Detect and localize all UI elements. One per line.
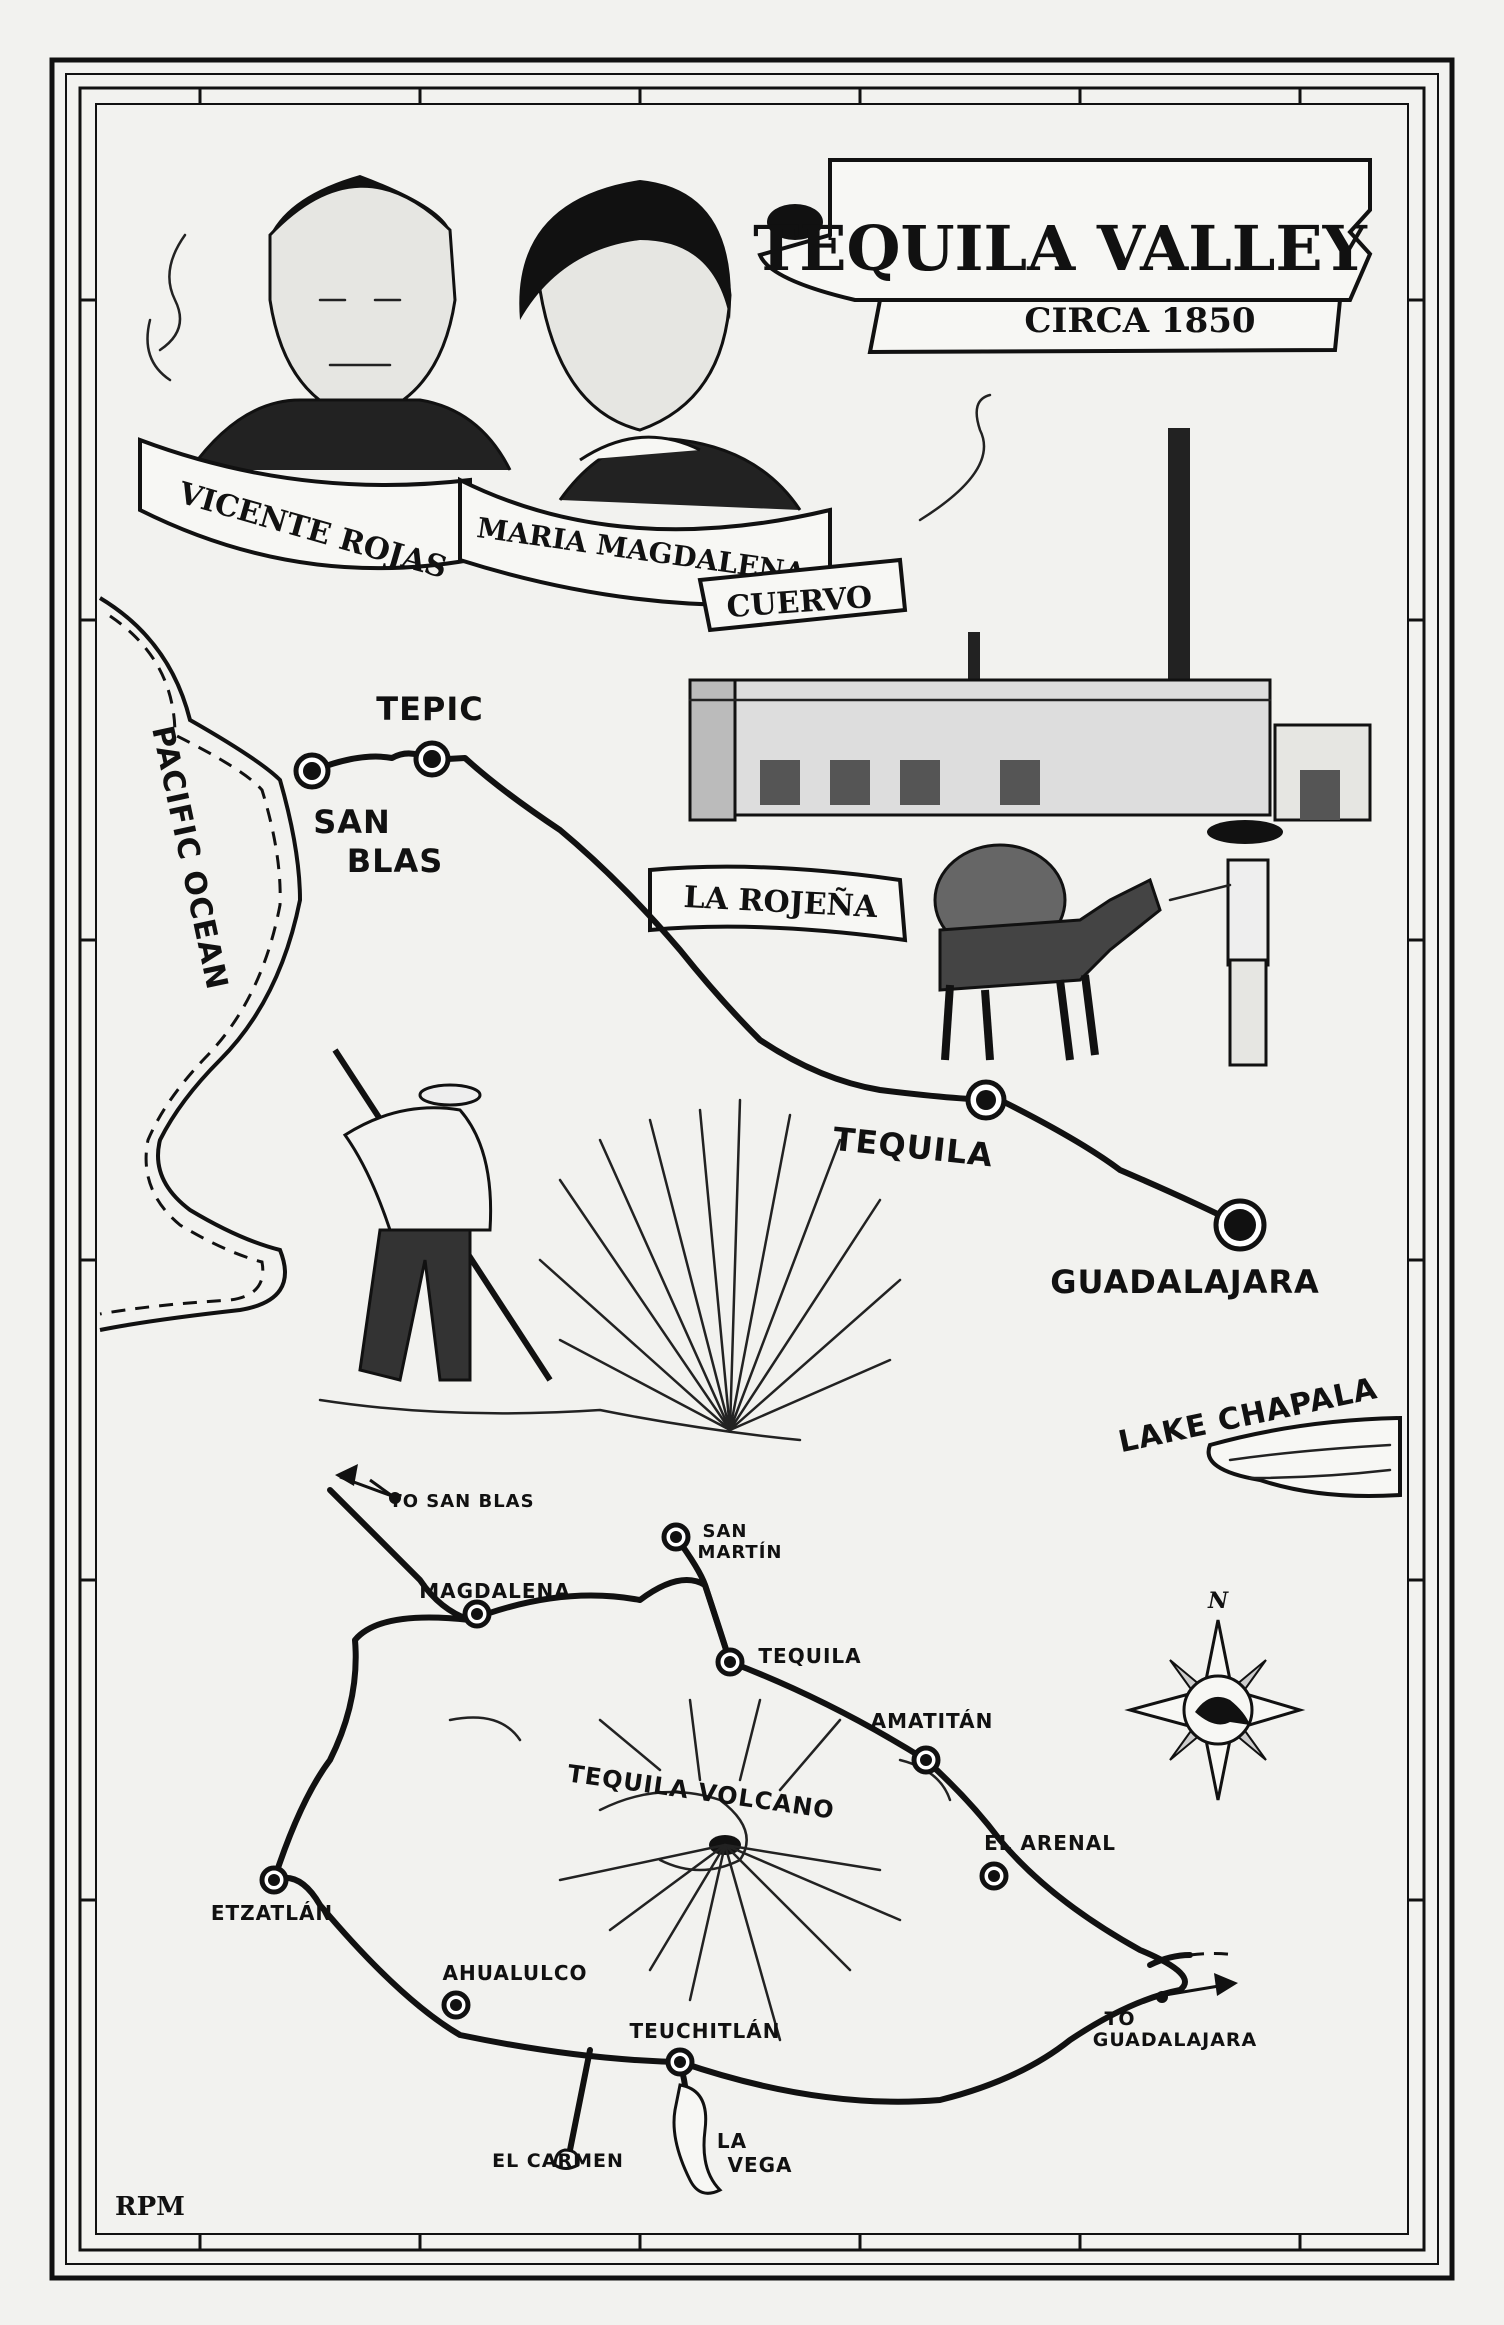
compass-rose-icon: N	[1124, 1588, 1306, 1801]
town-label-ahualulco: AHUALULCO	[442, 1961, 587, 1985]
town-label-magdalena: MAGDALENA	[419, 1579, 571, 1603]
arrow-to-guadalajara	[1156, 1952, 1238, 2003]
title-banner: TEQUILA VALLEY CIRCA 1850	[753, 158, 1373, 355]
town-label-el-arenal: EL ARENAL	[984, 1831, 1116, 1855]
town-marker-guadalajara	[1213, 1198, 1267, 1252]
town-marker-teuchitlan	[665, 2047, 695, 2077]
map-subtitle: CIRCA 1850	[1024, 301, 1255, 341]
town-label-san-blas-line1: SAN	[313, 803, 391, 841]
town-marker-tepic	[413, 740, 451, 778]
farmer-and-agave-illustration	[318, 1048, 902, 1442]
agave-plant-icon	[538, 1098, 902, 1432]
el-carmen-lake	[553, 2148, 580, 2170]
hat-icon	[767, 204, 823, 240]
town-label-san-martin-line1: SAN	[703, 1521, 748, 1542]
town-marker-etzatlan	[259, 1865, 289, 1895]
artist-signature: RPM	[115, 2192, 185, 2222]
distillery-illustration: LA ROJEÑA	[648, 428, 1372, 943]
compass-north-label: N	[1207, 1588, 1229, 1614]
town-marker-magdalena	[462, 1599, 492, 1629]
portrait-vicente-rojas	[188, 175, 512, 471]
town-marker-san-blas	[293, 752, 331, 790]
portrait-maria-magdalena-cuervo	[519, 180, 802, 511]
town-marker-ahualulco	[441, 1990, 471, 2020]
town-marker-amatitan	[911, 1745, 941, 1775]
town-label-tequila-valley: TEQUILA	[758, 1644, 861, 1668]
town-label-guadalajara: GUADALAJARA	[1050, 1263, 1320, 1301]
label-to-san-blas: TO SAN BLAS	[389, 1491, 534, 1512]
town-label-tepic: TEPIC	[376, 690, 484, 728]
portrait-banners: VICENTE ROJAS MARIA MAGDALENA CUERVO	[138, 233, 992, 633]
town-marker-tequila	[965, 1079, 1007, 1121]
la-vega-lake	[672, 2083, 723, 2195]
map-title: TEQUILA VALLEY	[753, 212, 1368, 285]
decorative-border	[49, 57, 1455, 2281]
town-label-la-vega-line2: VEGA	[727, 2153, 792, 2177]
town-marker-san-martin	[661, 1522, 691, 1552]
town-label-san-martin-line2: MARTÍN	[698, 1541, 783, 1563]
town-label-teuchitlan: TEUCHITLÁN	[629, 2019, 780, 2043]
town-marker-tequila-valley	[715, 1647, 745, 1677]
town-label-amatitan: AMATITÁN	[871, 1709, 994, 1733]
town-label-san-blas-line2: BLAS	[347, 842, 444, 880]
town-label-la-vega-line1: LA	[717, 2129, 747, 2153]
town-label-el-carmen: EL CARMEN	[492, 2150, 624, 2172]
arrow-to-san-blas	[335, 1464, 401, 1504]
bird-icon	[1195, 1696, 1250, 1725]
town-marker-el-arenal	[979, 1861, 1009, 1891]
label-to-guadalajara-line2: GUADALAJARA	[1093, 2029, 1258, 2051]
donkey-and-man-illustration	[933, 820, 1283, 1067]
town-label-etzatlan: ETZATLÁN	[211, 1901, 333, 1925]
label-to-guadalajara-line1: TO	[1104, 2008, 1135, 2030]
